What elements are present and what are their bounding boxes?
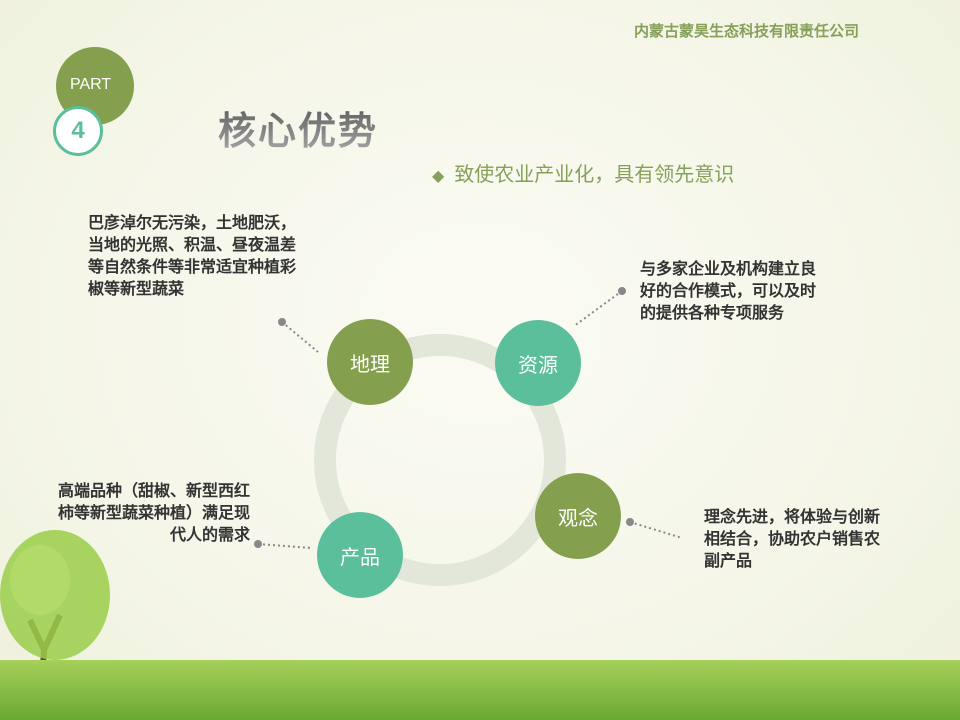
- tree-icon: [0, 530, 110, 720]
- desc-line: 高端品种（甜椒、新型西红: [57, 481, 250, 500]
- desc-line: 相结合，协助农户销售农: [704, 529, 881, 548]
- grass-decoration: [0, 660, 960, 720]
- desc-line: 椒等新型蔬菜: [88, 279, 185, 298]
- company-name: 内蒙古蒙昊生态科技有限责任公司: [634, 22, 860, 40]
- desc-line: 巴彦淖尔无污染，土地肥沃，: [88, 213, 297, 232]
- connector-resource: [573, 290, 623, 327]
- node-resource: 资源: [495, 320, 581, 406]
- page-title: 核心优势: [218, 100, 378, 155]
- desc-line: 等自然条件等非常适宜种植彩: [88, 257, 297, 276]
- subtitle-text: 致使农业产业化，具有领先意识: [454, 162, 735, 186]
- desc-line: 好的合作模式，可以及时: [640, 281, 817, 300]
- node-geo: 地理: [327, 319, 413, 405]
- desc-line: 理念先进，将体验与创新: [704, 507, 881, 526]
- part-label: PART: [70, 76, 112, 93]
- connector-geo: [281, 321, 319, 353]
- desc-line: 与多家企业及机构建立良: [640, 259, 817, 278]
- diamond-icon: ◆: [432, 166, 445, 185]
- desc-line: 当地的光照、积温、昼夜温差: [88, 235, 297, 254]
- desc-line: 柿等新型蔬菜种植）满足现: [57, 503, 250, 522]
- desc-line: 的提供各种专项服务: [640, 303, 785, 322]
- desc-product: 高端品种（甜椒、新型西红 柿等新型蔬菜种植）满足现 代人的需求: [24, 480, 250, 546]
- connector-concept: [629, 521, 683, 539]
- subtitle: ◆ 致使农业产业化，具有领先意识: [432, 158, 734, 187]
- node-product: 产品: [317, 512, 403, 598]
- ring: [314, 334, 566, 586]
- desc-geo: 巴彦淖尔无污染，土地肥沃， 当地的光照、积温、昼夜温差 等自然条件等非常适宜种植…: [88, 212, 296, 300]
- desc-concept: 理念先进，将体验与创新 相结合，协助农户销售农 副产品: [704, 506, 880, 572]
- desc-line: 副产品: [704, 551, 753, 570]
- node-concept: 观念: [535, 473, 621, 559]
- desc-line: 代人的需求: [169, 525, 250, 544]
- desc-resource: 与多家企业及机构建立良 好的合作模式，可以及时 的提供各种专项服务: [640, 258, 816, 324]
- connector-product: [257, 543, 313, 549]
- part-number: 4: [53, 106, 103, 156]
